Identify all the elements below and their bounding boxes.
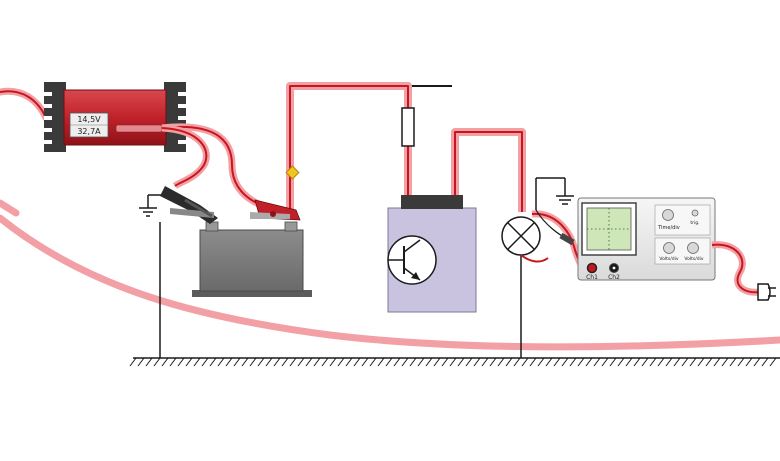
ch1-input-jack[interactable] xyxy=(586,262,598,274)
transistor-module xyxy=(387,195,477,313)
battery-charger: 14,5V 32,7A xyxy=(44,82,186,152)
battery xyxy=(192,221,312,297)
oscilloscope: Time/div trig. Volts/div Volts/div Ch1 C… xyxy=(577,197,716,281)
ch2-label: Ch2 xyxy=(608,274,620,281)
pale-wire-stub xyxy=(0,199,20,217)
trig-label: trig. xyxy=(690,220,699,226)
ground-rail xyxy=(129,357,780,367)
time-div-label: Time/div xyxy=(657,225,679,231)
ground-symbol-scope xyxy=(535,177,574,210)
pale-wire-curve xyxy=(0,214,780,351)
trig-knob[interactable] xyxy=(691,209,699,217)
volts-div-knob-2[interactable] xyxy=(687,242,699,254)
ch1-label: Ch1 xyxy=(586,274,598,281)
charger-current: 32,7A xyxy=(77,127,101,136)
clamp-negative xyxy=(160,186,218,224)
fuse xyxy=(401,107,415,147)
charger-voltage: 14,5V xyxy=(77,115,101,124)
volts-div-label-1: Volts/div xyxy=(659,256,678,262)
probe-clip xyxy=(559,232,575,246)
probe-point-marker[interactable] xyxy=(285,165,300,180)
charger-cable-negative xyxy=(161,127,208,187)
probe-clip-lead xyxy=(520,254,549,263)
mains-plug xyxy=(757,283,776,301)
clamp-positive xyxy=(250,199,301,221)
mains-cable-charger xyxy=(0,87,50,122)
lamp-symbol xyxy=(501,216,541,256)
mains-cable-charger-core xyxy=(0,90,47,119)
volts-div-knob-1[interactable] xyxy=(663,242,675,254)
ch2-jack-center xyxy=(612,266,616,270)
volts-div-label-2: Volts/div xyxy=(684,256,703,262)
time-div-knob[interactable] xyxy=(662,209,674,221)
scope-mains-cable xyxy=(711,243,761,294)
charger-slot xyxy=(115,124,163,133)
